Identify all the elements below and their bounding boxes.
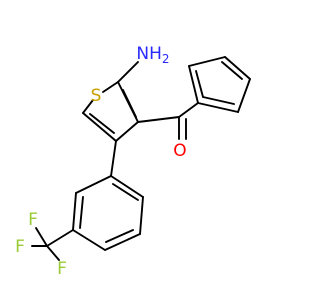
bond-c4-c5: [82, 112, 117, 142]
bond-s-c5: [82, 99, 94, 114]
thiophene-ring: [82, 81, 139, 142]
benzoyl-ring-bond-5: [188, 65, 199, 104]
sulfur-label: S: [91, 86, 102, 106]
bond-c4-aryl: [110, 140, 117, 177]
bond-s-c2: [102, 81, 119, 93]
aryl-ring-bond-1: [110, 175, 144, 198]
chemical-structure-diagram: NH2 S O F: [15, 44, 251, 279]
benzoyl-ring-bond-3-inner: [221, 61, 243, 80]
fluorine-label-3: F: [57, 259, 67, 279]
bond-c3-c4: [115, 121, 139, 142]
trifluoromethyl-group: F F F: [15, 210, 74, 279]
bond-aryl-cf3: [46, 229, 74, 247]
benzoyl-ring-bond-4: [188, 56, 226, 67]
aryl-ring-bond-3-inner: [105, 229, 134, 243]
benzoyl-phenyl-ring: [178, 56, 251, 118]
bond-c-f3: [46, 245, 60, 261]
nh2-text: NH: [136, 44, 162, 64]
benzoyl-ring-bond-5-inner: [195, 70, 204, 98]
fluorine-label-2: F: [15, 237, 25, 257]
amino-group: NH2: [117, 44, 170, 83]
benzoyl-ring-bond-2: [237, 78, 251, 113]
aryl-ring-bond-4: [72, 229, 106, 251]
bond-c-f1: [35, 227, 48, 247]
aryl-ring-bond-3: [104, 233, 141, 251]
bond-c4-c5-inner: [89, 113, 115, 134]
bond-carbonyl-phenyl: [178, 102, 199, 118]
bond-c3-carbonyl: [137, 116, 180, 123]
benzoyl-ring-bond-1-inner: [202, 96, 235, 105]
benzoyl-ring-bond-1: [197, 102, 239, 113]
fluorine-label-1: F: [28, 210, 38, 230]
bond-c2-c3-inner: [122, 89, 137, 118]
nh2-subscript: 2: [162, 52, 170, 66]
aryl-ring-bond-5: [72, 192, 77, 231]
aryl-ring-bond-2: [139, 196, 144, 235]
bond-c2-n: [117, 61, 139, 83]
benzoyl-ring-bond-3: [224, 56, 251, 80]
oxygen-label: O: [173, 141, 186, 161]
aryl-ring-bond-6: [75, 175, 112, 194]
aryl-ring-bond-5-inner: [79, 196, 84, 229]
ketone-group: O: [137, 116, 187, 161]
nh2-label: NH2: [136, 44, 169, 66]
aryl-ring-bond-1-inner: [112, 183, 139, 201]
trifluoromethylphenyl-ring: [72, 175, 144, 251]
